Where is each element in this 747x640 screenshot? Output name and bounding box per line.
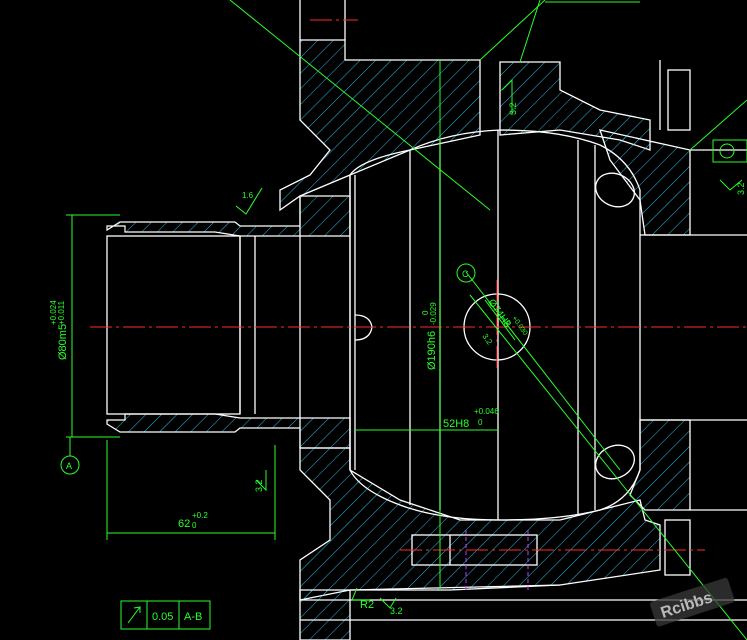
shaft-tol-lower: +0.011 (57, 300, 66, 325)
shaft-diameter-text: Ø80m5 (57, 324, 69, 360)
upper-right-arm (499, 61, 651, 151)
length-tol-lower: 0 (192, 521, 197, 530)
hole-diameter-text: Ø74H8 (486, 297, 513, 330)
roughness-left-lower: 3.2 (254, 479, 264, 492)
datum-a-label: A (66, 461, 72, 471)
tolerance-reference: A-B (184, 611, 202, 623)
dimension-lines (66, 0, 747, 640)
datum-c-circle (456, 263, 476, 283)
runout-icon (127, 606, 141, 624)
lower-body (299, 447, 661, 601)
dimension-texts: Ø80m5 +0.024 +0.011 Ø190h6 0 -0.029 Ø74H… (49, 102, 746, 623)
roughness-right: 3.2 (736, 182, 746, 195)
hole-tol-upper: +0.030 (510, 315, 528, 337)
shaft-tol-upper: +0.024 (49, 300, 58, 325)
bore-tol-upper: 0 (421, 310, 430, 315)
tolerance-value: 0.05 (152, 611, 173, 623)
shaft-wall-top (106, 195, 351, 237)
right-flange-lower (629, 419, 691, 511)
hole-roughness: 3.2 (480, 332, 494, 347)
roughness-top: 3.2 (508, 102, 518, 115)
datum-a-circle (60, 455, 80, 475)
roughness-left-upper: 1.6 (242, 191, 254, 200)
length-tol-upper: +0.2 (192, 511, 208, 520)
width-text: 52H8 (443, 418, 469, 430)
hidden-lines (465, 530, 529, 590)
width-tol-lower: 0 (478, 418, 483, 427)
upper-body (279, 39, 481, 212)
length-text: 62 (178, 518, 190, 530)
datum-c-label: C (462, 269, 469, 279)
roughness-bottom: 3.2 (390, 606, 403, 616)
shaft-wall-bottom (106, 413, 351, 449)
centerlines (90, 19, 747, 551)
hole-tol-lower: 0 (503, 319, 511, 326)
right-flange (599, 129, 691, 236)
width-tol-upper: +0.046 (474, 407, 499, 416)
radius-text: R2 (360, 599, 374, 611)
bore-diameter-text: Ø190h6 (426, 331, 438, 370)
bore-tol-lower: -0.029 (429, 302, 438, 325)
bottom-flange (299, 589, 351, 640)
